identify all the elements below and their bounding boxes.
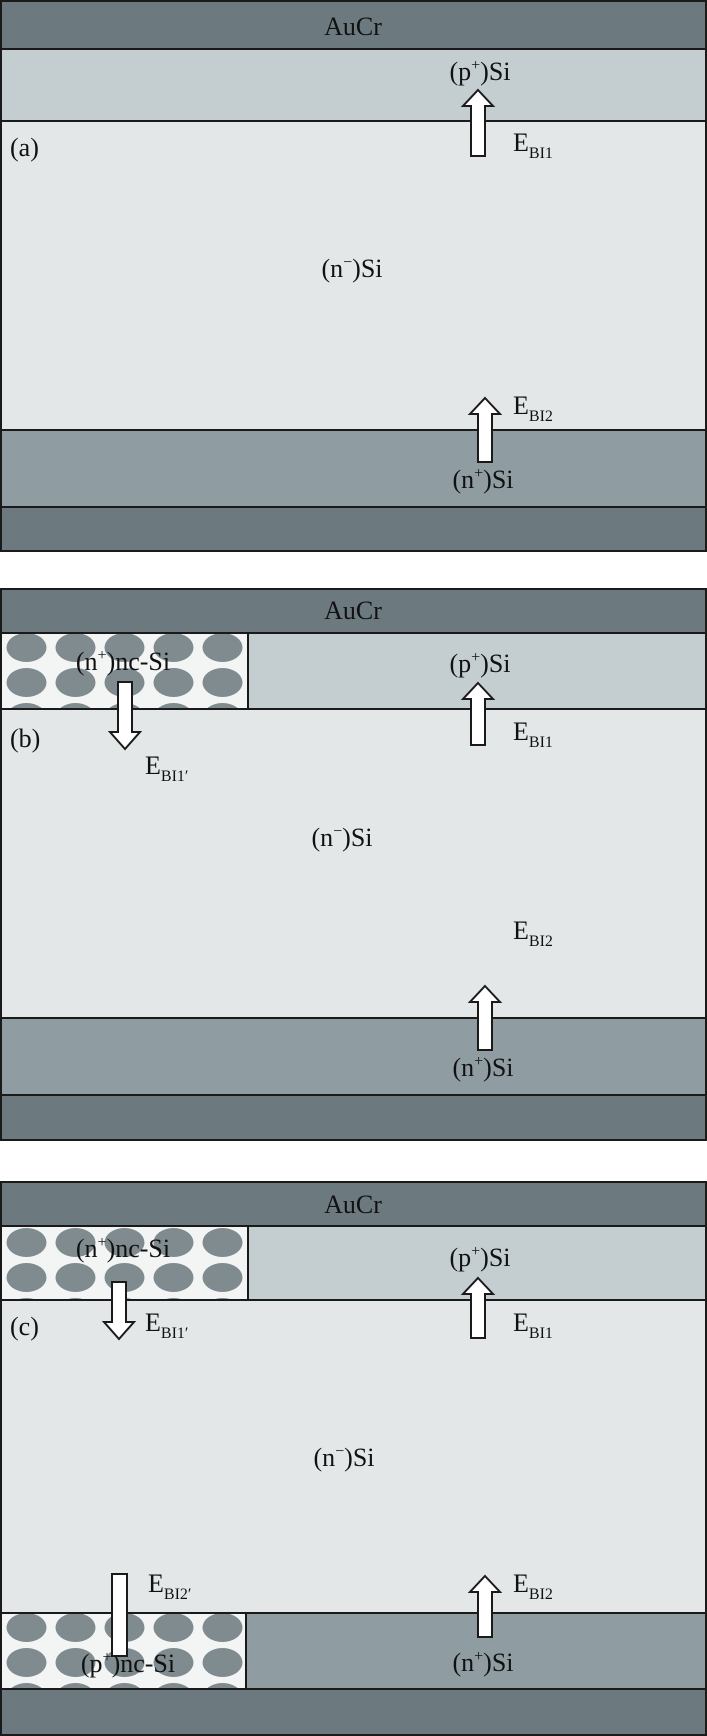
field-bi1-label: EBI1 [513,1308,553,1342]
n-plus-si-label: (n+)Si [452,1053,513,1082]
n-minus-si-layer [0,1299,707,1614]
n-minus-si-label: (n−)Si [311,823,372,852]
field-bi1-label: EBI1 [513,128,553,162]
field-bi1-arrow-up [460,88,496,157]
n-plus-si-layer [0,429,707,508]
n-minus-si-layer [0,708,707,1019]
n-minus-si-label: (n−)Si [313,1443,374,1472]
panel-a: AuCr (p+)Si (a) (n−)Si (n+)Si EBI1 EBI2 [0,0,707,552]
field-bi2-label: EBI2 [513,391,553,425]
n-plus-si-layer [0,1017,707,1096]
top-metal-layer [0,0,707,50]
p-plus-si-label: (p+)Si [449,57,510,86]
panel-c: AuCr (n+)nc-Si (p+)Si (c) (n−)Si (p+)nc-… [0,1181,707,1736]
nc-si-top-label: (n+)nc-Si [76,647,170,676]
nc-si-region-top [0,1225,249,1301]
n-plus-si-label: (n+)Si [452,1648,513,1677]
nc-si-top-label: (n+)nc-Si [76,1234,170,1263]
field-bi2-label: EBI2 [513,1569,553,1603]
n-plus-si-label: (n+)Si [452,465,513,494]
field-bi2-arrow-up [467,396,503,463]
n-minus-si-layer [0,120,707,431]
field-bi1-arrow-up [460,1276,496,1339]
p-plus-si-label: (p+)Si [449,649,510,678]
bottom-metal-layer [0,1094,707,1141]
field-bi2-prime-bar [111,1573,128,1657]
field-bi2-arrow-up [467,984,503,1051]
top-metal-label: AuCr [324,596,382,625]
field-bi2-arrow-up [467,1574,503,1638]
panel-b: AuCr (n+)nc-Si (p+)Si (b) (n−)Si (n+)Si … [0,588,707,1141]
top-metal-layer [0,1181,707,1227]
field-bi1-prime-arrow-down [101,1281,137,1341]
panel-tag: (a) [10,133,39,162]
bottom-metal-layer [0,1688,707,1736]
field-bi1-prime-label: EBI1′ [145,751,188,785]
bottom-metal-layer [0,506,707,552]
field-bi1-prime-label: EBI1′ [145,1308,188,1342]
n-minus-si-label: (n−)Si [321,254,382,283]
top-metal-label: AuCr [324,12,382,41]
panel-tag: (b) [10,724,40,753]
field-bi2-prime-label: EBI2′ [148,1569,191,1603]
field-bi1-arrow-up [460,681,496,746]
top-metal-label: AuCr [324,1190,382,1219]
p-plus-si-layer [0,48,707,122]
field-bi2-label: EBI2 [513,916,553,950]
p-plus-si-label: (p+)Si [449,1243,510,1272]
field-bi1-prime-arrow-down [107,681,143,751]
panel-tag: (c) [10,1312,39,1341]
field-bi1-label: EBI1 [513,717,553,751]
